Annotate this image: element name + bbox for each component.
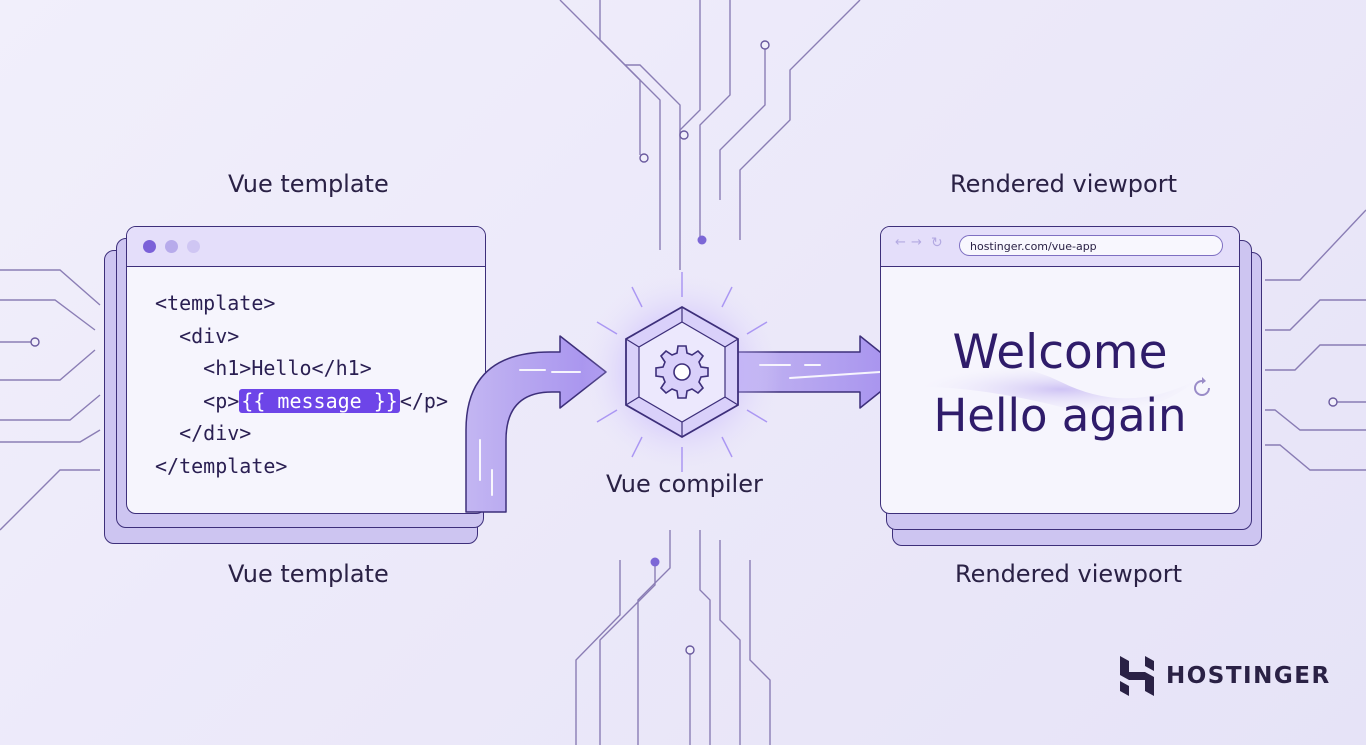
code-line: <template> [155, 291, 276, 315]
code-line: <h1>Hello</h1> [155, 356, 372, 380]
code-line: <p>{{ message }}</p> [155, 385, 448, 418]
vue-compiler-node [582, 272, 782, 472]
code-line: <div> [155, 323, 240, 348]
code-line: </div> [155, 421, 252, 445]
code-line: </template> [155, 453, 288, 478]
window-dot-1 [143, 240, 156, 253]
welcome-heading: Welcome [952, 325, 1168, 380]
message-binding-highlight: {{ message }} [239, 388, 400, 413]
code-token: <p> [155, 388, 240, 413]
window-dot-3 [187, 240, 200, 253]
template-label-top: Vue template [228, 170, 389, 198]
browser-toolbar: ← → ↻ hostinger.com/vue-app [881, 227, 1239, 267]
viewport-label-bottom: Rendered viewport [955, 560, 1183, 588]
gear-icon [655, 345, 709, 399]
viewport-label-top: Rendered viewport [950, 170, 1178, 198]
hello-again-text: Hello again [933, 389, 1187, 442]
back-icon[interactable]: ← [895, 235, 906, 250]
code-window-titlebar [127, 227, 485, 267]
compiler-label: Vue compiler [606, 470, 763, 498]
reload-icon[interactable]: ↻ [931, 235, 943, 251]
template-label-bottom: Vue template [228, 560, 389, 588]
text-swoosh [921, 365, 1201, 413]
template-code: <template> <div> <h1>Hello</h1> <p>{{ me… [155, 287, 448, 482]
address-bar[interactable]: hostinger.com/vue-app [959, 235, 1223, 256]
brand-name: HOSTINGER [1166, 663, 1331, 689]
window-dot-2 [165, 240, 178, 253]
code-window: <template> <div> <h1>Hello</h1> <p>{{ me… [126, 226, 486, 514]
browser-window: ← → ↻ hostinger.com/vue-app Welcome Hell… [880, 226, 1240, 514]
forward-icon[interactable]: → [911, 235, 922, 250]
refresh-icon [1194, 377, 1210, 396]
hostinger-logo-icon [1120, 656, 1154, 696]
code-token: </p> [399, 388, 449, 413]
